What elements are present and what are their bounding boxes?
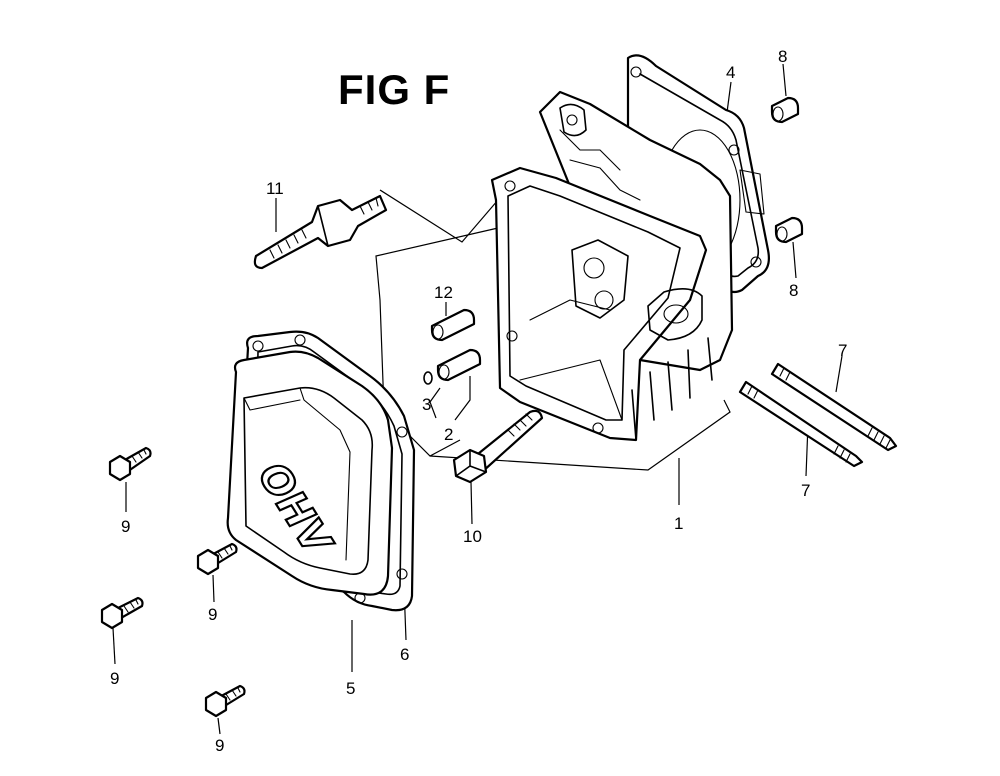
stud-bolt [738, 380, 864, 468]
callout-6: 6 [400, 645, 409, 664]
leader-lines [112, 63, 843, 735]
callout-3: 3 [422, 395, 431, 414]
cover-bolt [204, 684, 246, 718]
callout-8: 8 [778, 47, 787, 66]
figure-title: FIG F [338, 66, 451, 113]
callout-7: 7 [838, 341, 847, 360]
o-ring [423, 371, 433, 385]
dowel-pin [430, 308, 476, 342]
callout-9: 9 [208, 605, 217, 624]
dowel-pin [774, 216, 804, 244]
cylinder-head [490, 90, 734, 442]
cover-bolt [108, 446, 152, 482]
callout-5: 5 [346, 679, 355, 698]
dowel-pin [436, 348, 482, 382]
callout-1: 1 [674, 514, 683, 533]
spark-plug [253, 194, 388, 270]
callout-7: 7 [801, 481, 810, 500]
cover-bolt [100, 596, 144, 630]
callout-10: 10 [463, 527, 482, 546]
callout-9: 9 [121, 517, 130, 536]
callout-11: 11 [266, 179, 284, 198]
callout-2: 2 [444, 425, 453, 444]
dowel-pin [770, 96, 800, 124]
callout-12: 12 [434, 283, 453, 302]
callout-8: 8 [789, 281, 798, 300]
callout-9: 9 [215, 736, 224, 755]
callout-labels: 1 2 3 4 5 6 7 7 8 8 9 9 9 9 10 11 12 [110, 47, 847, 755]
stud-bolt [770, 362, 898, 452]
flange-bolt [452, 409, 544, 484]
callout-9: 9 [110, 669, 119, 688]
cover-bolt [196, 542, 238, 576]
callout-4: 4 [726, 63, 735, 82]
head-cover: OHV [226, 350, 394, 596]
